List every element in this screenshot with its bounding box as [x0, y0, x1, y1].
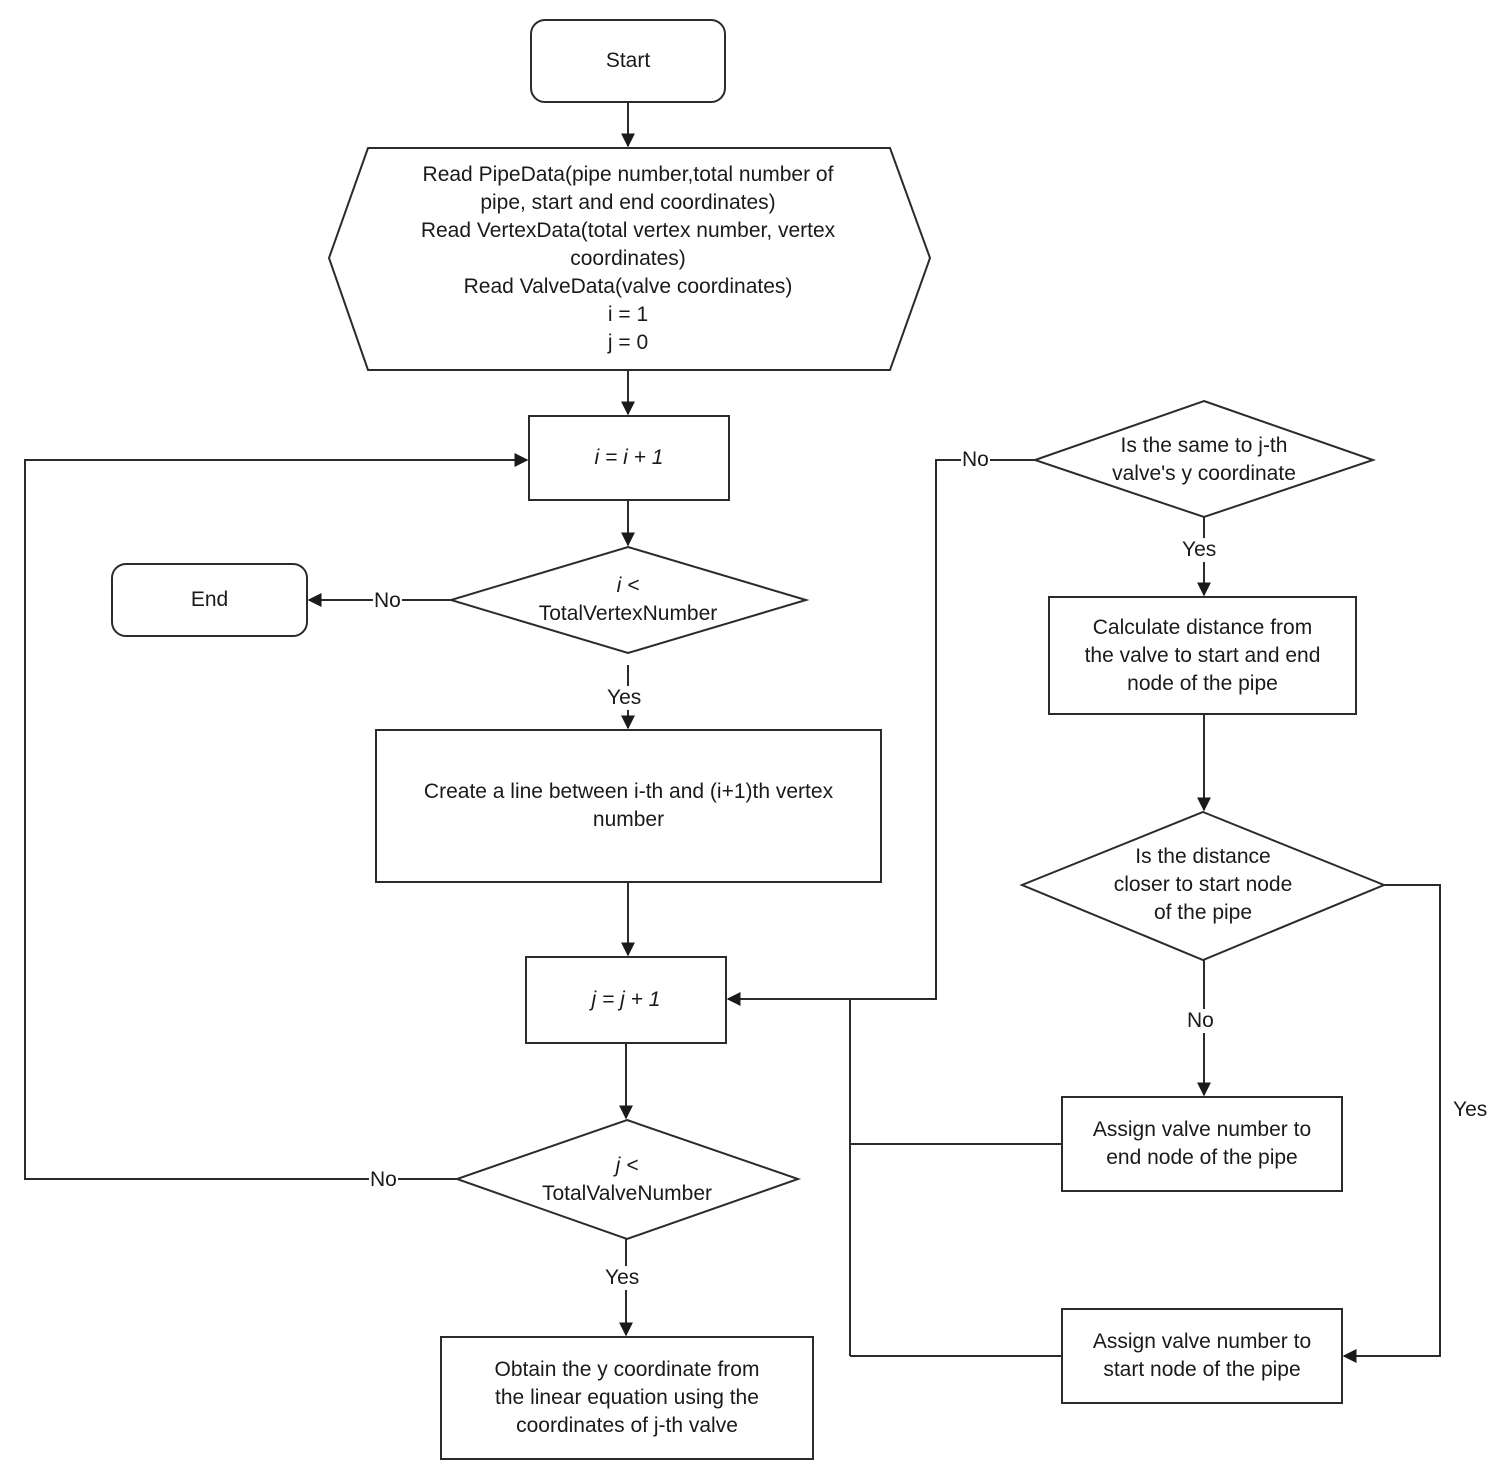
check-j-decision-label: j < TotalValveNumber — [541, 1154, 713, 1205]
check-j-decision: j < TotalValveNumber — [480, 1140, 774, 1220]
same-y-yes-label: Yes — [1181, 538, 1218, 562]
inc-j-node-label: j = j + 1 — [591, 988, 661, 1011]
assign-end-node-shape — [1061, 1096, 1343, 1192]
init-j-line: j = 0 — [607, 331, 649, 354]
read-data-node: Read PipeData(pipe number,total number o… — [360, 148, 896, 370]
obtain-y-node: Obtain the y coordinate from the linear … — [441, 1337, 813, 1459]
check-same-y-decision: Is the same to j-th valve's y coordinate — [1080, 425, 1328, 495]
edge-closer-yes-to-assign-start — [1342, 884, 1441, 1363]
check-j-yes-label: Yes — [604, 1266, 641, 1290]
read-valve-data-line: Read ValveData(valve coordinates) — [463, 275, 793, 298]
read-vertex-data-line-1: Read VertexData(total vertex number, ver… — [420, 219, 836, 242]
calc-distance-node-shape — [1048, 596, 1357, 715]
inc-i-node-label: i = i + 1 — [594, 446, 664, 469]
check-i-decision: i < TotalVertexNumber — [480, 560, 776, 640]
check-j-no-label: No — [369, 1168, 398, 1192]
assign-start-node: Assign valve number to start node of the… — [1062, 1309, 1342, 1403]
end-node: End — [112, 564, 307, 636]
calc-distance-node: Calculate distance from the valve to sta… — [1049, 597, 1356, 714]
create-line-node: Create a line between i-th and (i+1)th v… — [376, 730, 881, 882]
edge-check-j-no-to-inc-i — [24, 453, 529, 1180]
inc-i-node: i = i + 1 — [529, 416, 729, 500]
check-i-yes-label: Yes — [606, 686, 643, 710]
assign-end-node-label: Assign valve number to end node of the p… — [1092, 1118, 1312, 1169]
start-node: Start — [531, 20, 725, 102]
end-node-label: End — [190, 588, 229, 611]
inc-j-node-shape — [525, 956, 727, 1044]
read-vertex-data-line-2: coordinates) — [570, 247, 686, 270]
inc-i-node-shape — [528, 415, 730, 501]
end-node-shape — [111, 563, 308, 637]
check-i-no-label: No — [373, 589, 402, 613]
assign-end-node: Assign valve number to end node of the p… — [1062, 1097, 1342, 1191]
obtain-y-node-label: Obtain the y coordinate from the linear … — [494, 1358, 760, 1437]
obtain-y-node-shape — [440, 1336, 814, 1460]
init-i-line: i = 1 — [607, 303, 649, 326]
calc-distance-node-label: Calculate distance from the valve to sta… — [1084, 615, 1321, 695]
read-data-node-shape — [327, 147, 932, 371]
read-data-node-label: Read PipeData(pipe number,total number o… — [421, 161, 835, 357]
closer-yes-label: Yes — [1452, 1098, 1489, 1122]
closer-no-label: No — [1186, 1009, 1215, 1033]
create-line-node-shape — [375, 729, 882, 883]
check-closer-decision-label: Is the distance closer to start node of … — [1113, 845, 1293, 924]
assign-start-node-shape — [1061, 1308, 1343, 1404]
check-same-y-decision-label: Is the same to j-th valve's y coordinate — [1112, 434, 1296, 485]
check-closer-decision: Is the distance closer to start node of … — [1070, 840, 1336, 930]
read-pipe-data-line-1: Read PipeData(pipe number,total number o… — [422, 163, 834, 186]
check-i-decision-label: i < TotalVertexNumber — [538, 574, 718, 625]
check-i-decision-shape — [447, 545, 810, 655]
assign-start-node-label: Assign valve number to start node of the… — [1092, 1330, 1312, 1381]
start-node-label: Start — [605, 49, 651, 72]
same-y-no-label: No — [961, 448, 990, 472]
create-line-node-label: Create a line between i-th and (i+1)th v… — [423, 780, 834, 831]
read-pipe-data-line-2: pipe, start and end coordinates) — [480, 191, 776, 214]
inc-j-node: j = j + 1 — [526, 957, 726, 1043]
